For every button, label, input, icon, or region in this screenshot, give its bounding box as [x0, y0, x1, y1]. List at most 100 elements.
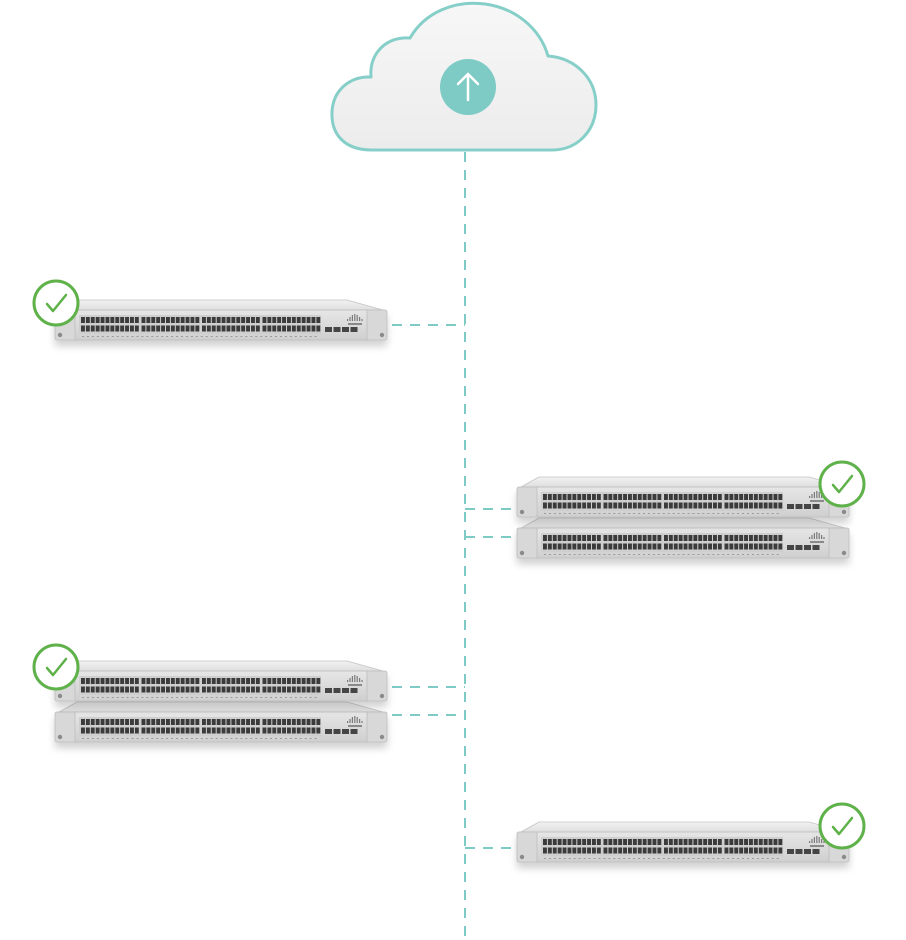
- port-led: [280, 697, 282, 698]
- port-led: [250, 697, 253, 698]
- port-led: [215, 738, 218, 739]
- port-led: [171, 336, 174, 337]
- ethernet-port: [282, 317, 286, 323]
- ethernet-port: [141, 678, 146, 684]
- ethernet-port: [642, 839, 647, 845]
- brand-mark: [354, 716, 356, 723]
- ethernet-port: [698, 502, 703, 509]
- brand-mark: [354, 675, 356, 682]
- checkmark-circle-icon: [32, 279, 80, 327]
- port-led: [314, 738, 317, 739]
- port-led: [643, 513, 645, 514]
- ethernet-port: [744, 535, 748, 541]
- port-led: [245, 738, 248, 739]
- ethernet-port: [231, 686, 236, 693]
- ethernet-port: [216, 727, 221, 734]
- port-led: [195, 697, 198, 698]
- brand-wordmark: [348, 323, 362, 325]
- port-led: [146, 738, 149, 739]
- port-led: [583, 858, 586, 859]
- ethernet-port: [618, 494, 623, 500]
- port-led: [190, 697, 193, 698]
- ethernet-port: [246, 325, 250, 332]
- brand-mark: [349, 678, 351, 682]
- ethernet-port: [632, 494, 637, 500]
- ethernet-port: [166, 678, 170, 684]
- ethernet-port: [195, 727, 200, 734]
- ethernet-port: [664, 494, 668, 500]
- ethernet-port: [739, 543, 744, 550]
- port-led: [667, 858, 670, 859]
- ethernet-port: [306, 678, 311, 684]
- brand-mark: [809, 841, 811, 843]
- port-led: [141, 336, 144, 337]
- ethernet-port: [267, 678, 272, 684]
- ethernet-port: [618, 543, 623, 550]
- ethernet-port: [262, 325, 267, 332]
- ethernet-port: [693, 847, 698, 854]
- ethernet-port: [678, 502, 683, 509]
- ethernet-port: [657, 847, 662, 854]
- ethernet-port: [110, 678, 115, 684]
- port-led: [633, 858, 636, 859]
- ethernet-port: [773, 839, 778, 845]
- port-led: [722, 858, 725, 859]
- port-led: [737, 858, 740, 859]
- ethernet-port: [592, 535, 596, 541]
- ethernet-port: [146, 678, 151, 684]
- port-led: [751, 858, 754, 859]
- check-circle: [818, 460, 866, 508]
- ethernet-port: [90, 317, 95, 323]
- port-led: [662, 858, 665, 859]
- brand-wordmark: [810, 500, 824, 502]
- port-led: [707, 858, 710, 859]
- port-led: [618, 858, 621, 859]
- ethernet-port: [592, 847, 596, 854]
- ethernet-port: [306, 317, 311, 323]
- ethernet-port: [115, 686, 120, 693]
- ethernet-port: [296, 686, 301, 693]
- check-mark: [45, 293, 68, 313]
- port-led: [697, 554, 700, 555]
- ethernet-port: [180, 317, 185, 323]
- port-led: [195, 336, 198, 337]
- ethernet-port: [85, 719, 90, 725]
- ethernet-port: [311, 719, 316, 725]
- ethernet-port: [763, 502, 768, 509]
- port-led: [717, 858, 720, 859]
- ethernet-port: [130, 317, 134, 323]
- port-led: [195, 738, 198, 739]
- port-led: [294, 336, 297, 337]
- ethernet-port: [90, 719, 95, 725]
- ethernet-port: [708, 535, 712, 541]
- port-led: [682, 858, 685, 859]
- ethernet-port: [156, 317, 161, 323]
- ethernet-port: [543, 847, 547, 854]
- port-led: [215, 697, 218, 698]
- port-led: [732, 513, 735, 514]
- ethernet-port: [753, 494, 758, 500]
- ethernet-port: [778, 839, 783, 845]
- port-led: [578, 858, 581, 859]
- brand-mark: [813, 533, 815, 539]
- port-led: [225, 738, 228, 739]
- ethernet-port: [587, 543, 591, 550]
- port-led: [146, 336, 149, 337]
- ethernet-port: [642, 535, 647, 541]
- port-led: [230, 697, 233, 698]
- ethernet-port: [130, 325, 134, 332]
- ethernet-port: [272, 325, 277, 332]
- ethernet-port: [778, 494, 783, 500]
- brand-mark: [818, 837, 820, 843]
- ethernet-port: [668, 543, 673, 550]
- switch-unit: [54, 299, 388, 341]
- brand-mark: [816, 491, 818, 498]
- ethernet-port: [241, 325, 246, 332]
- mount-hole: [57, 693, 63, 699]
- ethernet-port: [151, 727, 156, 734]
- port-led: [200, 697, 203, 698]
- switch-top: [519, 821, 846, 833]
- ethernet-port: [255, 317, 260, 323]
- ethernet-port: [717, 847, 722, 854]
- port-led: [245, 697, 248, 698]
